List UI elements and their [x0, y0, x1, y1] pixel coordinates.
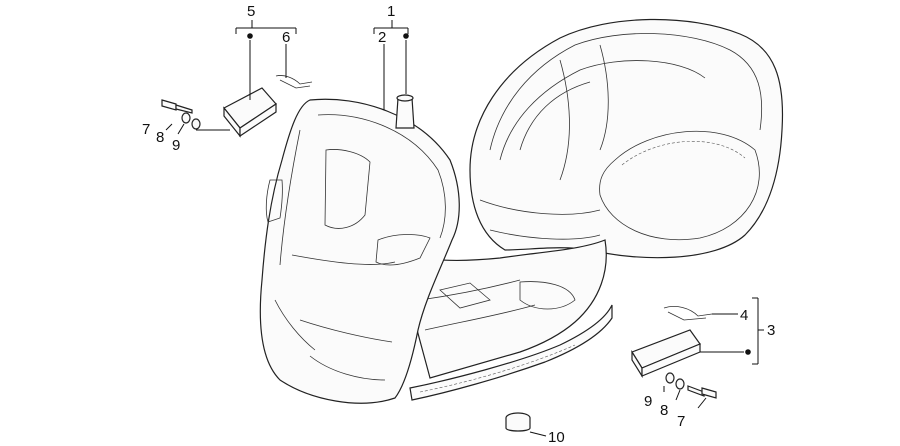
callout-2: 2 [378, 29, 386, 46]
callout-7-right: 7 [677, 413, 685, 430]
footboard-floor [399, 239, 607, 379]
leader-lines [165, 20, 764, 437]
bullet-dot [247, 33, 253, 39]
callout-4: 4 [740, 307, 748, 324]
callout-9-right: 9 [644, 393, 652, 410]
callout-1: 1 [387, 3, 395, 20]
left-bracket-assembly [223, 75, 313, 138]
rear-body-shell [469, 18, 784, 259]
left-screw-set [161, 99, 201, 130]
front-leg-shield [259, 98, 460, 404]
callout-9-left: 9 [172, 137, 180, 154]
callout-6: 6 [282, 29, 290, 46]
callout-labels: 5 6 1 2 7 8 9 4 3 9 8 7 10 [142, 3, 775, 446]
callout-7-left: 7 [142, 121, 150, 138]
bullet-markers [247, 33, 751, 355]
callout-8-right: 8 [660, 402, 668, 419]
bullet-dot [403, 33, 409, 39]
callout-8-left: 8 [156, 129, 164, 146]
callout-3: 3 [767, 322, 775, 339]
callout-5: 5 [247, 3, 255, 20]
right-bracket-assembly [631, 306, 713, 379]
running-board [409, 304, 613, 401]
right-screw-set [665, 372, 717, 399]
callout-10: 10 [548, 429, 565, 446]
bullet-dot [745, 349, 751, 355]
steering-tube [395, 94, 415, 129]
grommet-part-10 [505, 412, 531, 432]
